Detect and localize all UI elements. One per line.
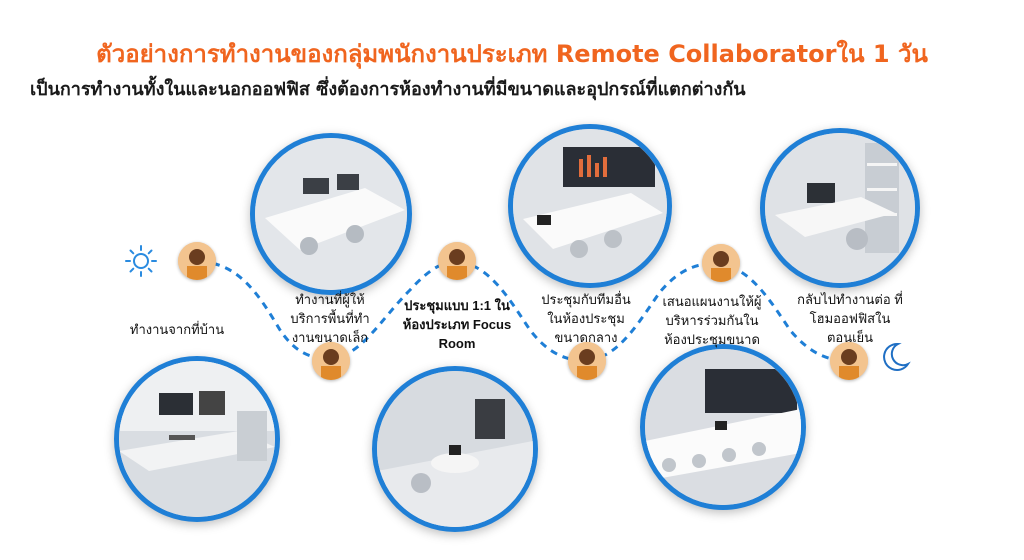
step-label-medium-meeting: ประชุมกับทีมอื่น ในห้องประชุม ขนาดกลาง [541, 292, 631, 345]
medium-meeting-room-photo [508, 124, 672, 288]
moon-icon [883, 342, 911, 371]
focus-room-photo [372, 366, 538, 532]
home-office-photo [114, 356, 280, 522]
avatar [178, 242, 216, 280]
coworking-photo [250, 133, 412, 295]
avatar [568, 342, 606, 380]
step-label-home: ทำงานจากที่บ้าน [129, 322, 225, 337]
avatar [438, 242, 476, 280]
step-label-focus-room: ประชุมแบบ 1:1 ในห้องประเภท Focus Room [402, 298, 512, 351]
sun-icon [125, 245, 157, 277]
boardroom-photo [640, 344, 806, 510]
step-label-executive-presentation: เสนอแผนงานให้ผู้ บริหารร่วมกันใน ห้องประ… [662, 294, 762, 347]
avatar [830, 342, 868, 380]
evening-home-office-photo [760, 128, 920, 288]
step-label-evening-home: กลับไปทำงานต่อ ที่โฮมออฟฟิสใน ตอนเย็น [797, 292, 903, 345]
avatar [312, 342, 350, 380]
step-label-coworking: ทำงานที่ผู้ให้ บริการพื้นที่ทำ งานขนาดเล… [290, 292, 370, 345]
avatar [702, 244, 740, 282]
page-subtitle: เป็นการทำงานทั้งในและนอกออฟฟิส ซึ่งต้องก… [30, 79, 746, 100]
page-title: ตัวอย่างการทำงานของกลุ่มพนักงานประเภท Re… [96, 40, 928, 68]
